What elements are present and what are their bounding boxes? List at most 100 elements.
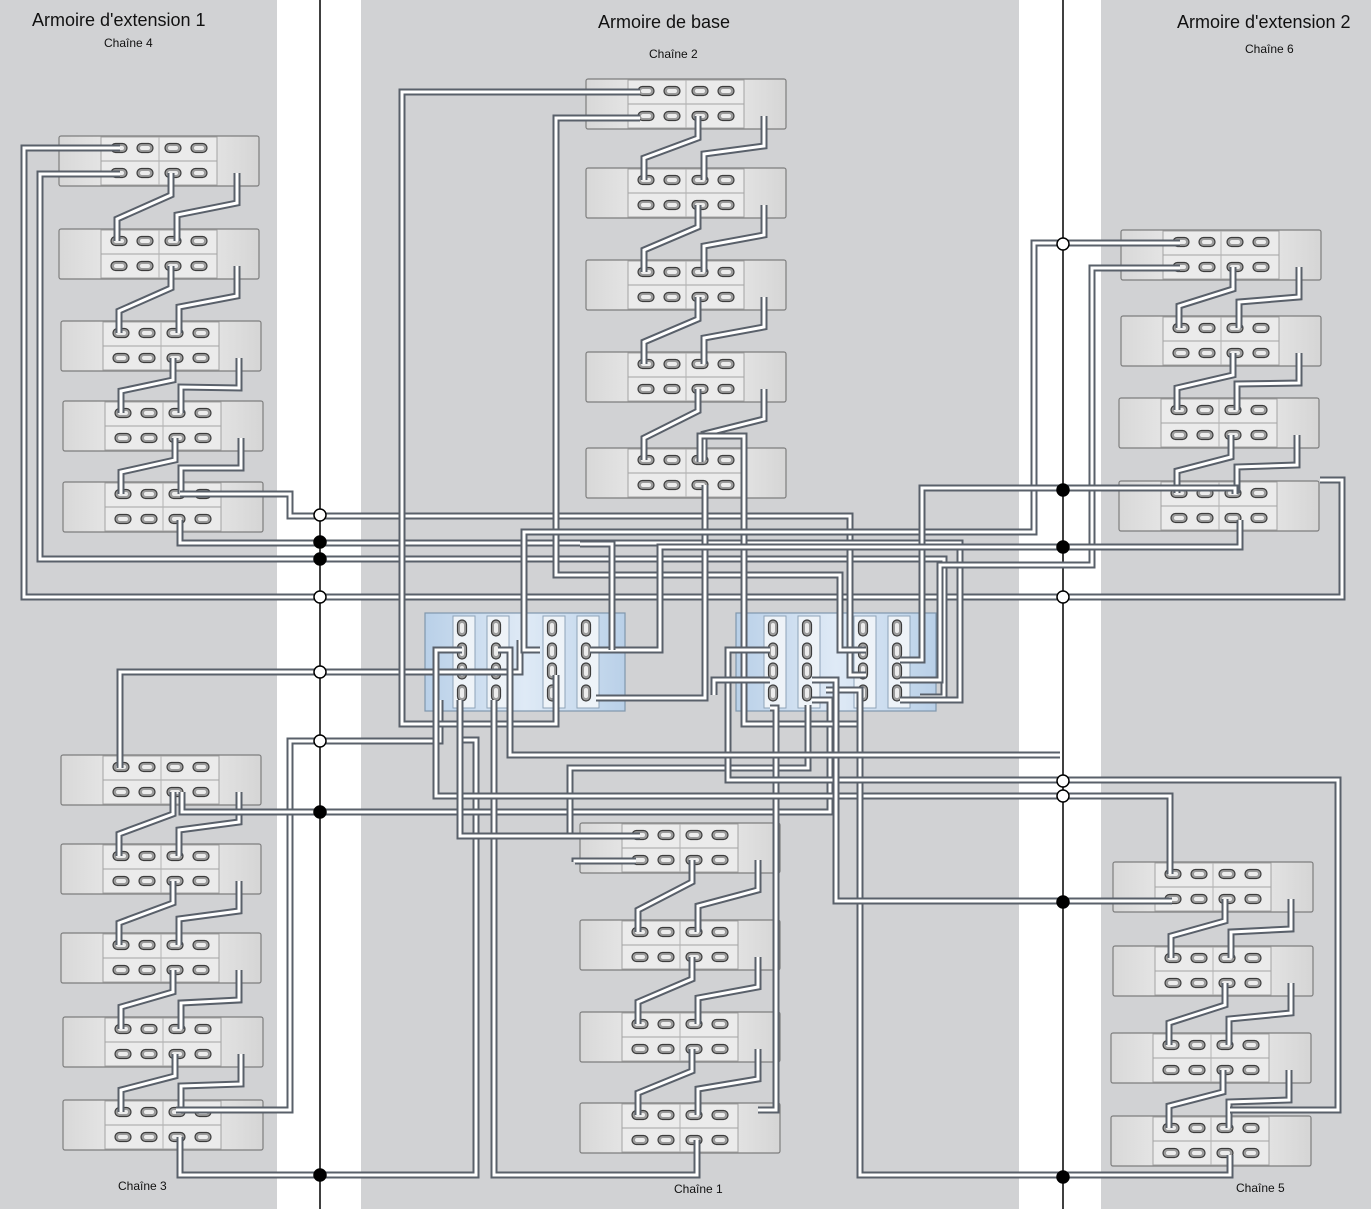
- port-highlight: [1246, 1043, 1256, 1047]
- port-highlight: [144, 1135, 154, 1139]
- port-highlight: [1256, 351, 1266, 355]
- junction-node-filled: [313, 552, 327, 566]
- sas-cable: [113, 173, 175, 241]
- sas-cable: [640, 297, 702, 364]
- sas-cable: [1233, 435, 1301, 493]
- port-highlight: [667, 295, 677, 299]
- port-highlight: [1200, 408, 1210, 412]
- port-highlight: [494, 688, 498, 698]
- cable-inner: [177, 881, 241, 945]
- junction-node-filled: [1056, 895, 1070, 909]
- cable-inner: [726, 648, 1340, 1112]
- cable-inner: [1167, 1070, 1225, 1128]
- junction-node-open: [1056, 590, 1070, 604]
- port-highlight: [198, 411, 208, 415]
- port-highlight: [667, 89, 677, 93]
- port-highlight: [641, 89, 651, 93]
- sas-cable: [180, 490, 866, 679]
- port-highlight: [1194, 981, 1204, 985]
- port-highlight: [584, 646, 588, 656]
- port-highlight: [1254, 516, 1264, 520]
- port-highlight: [144, 1027, 154, 1031]
- port-highlight: [661, 858, 671, 862]
- sas-cable: [1225, 1070, 1293, 1128]
- sas-cable: [634, 860, 696, 932]
- port-highlight: [715, 930, 725, 934]
- port-highlight: [805, 646, 809, 656]
- port-highlight: [144, 436, 154, 440]
- chain-label-2: Chaîne 2: [649, 47, 698, 61]
- port-highlight: [1166, 1068, 1176, 1072]
- port-highlight: [721, 89, 731, 93]
- sas-cable: [1233, 353, 1303, 410]
- sas-cable: [1165, 1070, 1227, 1128]
- cable-inner: [712, 678, 770, 695]
- sas-cable: [175, 266, 241, 333]
- port-highlight: [1192, 1068, 1202, 1072]
- disk-shelf-3: [60, 320, 262, 372]
- port-highlight: [142, 968, 152, 972]
- port-highlight: [118, 517, 128, 521]
- chain-label-3: Chaîne 3: [118, 1179, 167, 1193]
- sas-cable: [724, 646, 1342, 1114]
- sas-cable: [177, 438, 245, 494]
- sas-cable: [640, 205, 702, 272]
- cable-inner: [180, 698, 832, 814]
- port-highlight: [667, 458, 677, 462]
- port-highlight: [194, 171, 204, 175]
- sas-cable: [640, 116, 702, 180]
- cable-inner: [177, 266, 239, 333]
- port-highlight: [550, 666, 554, 676]
- port-highlight: [550, 646, 554, 656]
- port-highlight: [641, 203, 651, 207]
- cable-inner: [580, 542, 614, 650]
- sas-cable: [176, 520, 964, 704]
- port-highlight: [667, 387, 677, 391]
- port-highlight: [1194, 956, 1204, 960]
- disk-shelf-2: [58, 228, 260, 280]
- sas-cable: [20, 144, 1346, 601]
- sas-cable: [117, 1054, 179, 1112]
- cable-inner: [590, 520, 1242, 652]
- sas-cable: [115, 881, 177, 945]
- sas-cable: [758, 704, 780, 1114]
- cable-inner: [498, 648, 1060, 757]
- disk-shelf-16: [579, 822, 781, 874]
- cable-inner: [117, 881, 175, 945]
- sas-cable: [700, 205, 768, 272]
- port-highlight: [1256, 240, 1266, 244]
- sas-cable: [710, 676, 770, 695]
- sas-cable: [432, 646, 1174, 874]
- disk-shelf-6: [60, 754, 262, 806]
- port-highlight: [721, 295, 731, 299]
- cable-inner: [117, 792, 175, 856]
- port-highlight: [895, 666, 899, 676]
- sas-cable: [694, 1049, 762, 1115]
- disk-shelf-23: [1118, 480, 1320, 532]
- port-highlight: [771, 646, 775, 656]
- sas-cable: [640, 389, 702, 460]
- port-highlight: [1200, 491, 1210, 495]
- port-highlight: [771, 666, 775, 676]
- port-highlight: [1192, 1126, 1202, 1130]
- port-highlight: [635, 1138, 645, 1142]
- port-highlight: [1254, 408, 1264, 412]
- port-highlight: [695, 89, 705, 93]
- port-highlight: [635, 858, 645, 862]
- junction-node-open: [313, 665, 327, 679]
- port-highlight: [118, 1135, 128, 1139]
- cabinet-panel-right: [1101, 0, 1371, 1209]
- port-highlight: [667, 114, 677, 118]
- port-highlight: [144, 411, 154, 415]
- port-highlight: [1174, 433, 1184, 437]
- port-highlight: [170, 765, 180, 769]
- port-highlight: [1256, 265, 1266, 269]
- port-highlight: [715, 1022, 725, 1026]
- port-highlight: [805, 688, 809, 698]
- port-highlight: [1254, 491, 1264, 495]
- junction-node-open: [313, 508, 327, 522]
- port-highlight: [771, 623, 775, 633]
- cable-inner: [642, 297, 700, 364]
- cable-inner: [1177, 267, 1235, 328]
